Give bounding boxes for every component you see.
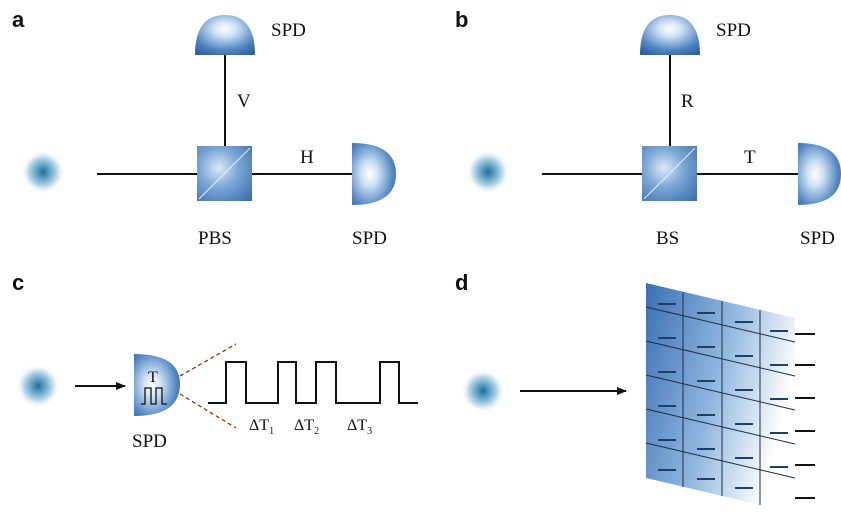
spd-detector-top-a xyxy=(195,15,255,55)
spd-label-right-b: SPD xyxy=(800,228,835,249)
zoom-line-top xyxy=(179,343,237,377)
photon-source-c xyxy=(16,364,60,408)
zoom-line-bottom xyxy=(179,393,237,429)
spd-label-top-a: SPD xyxy=(271,20,306,41)
photon-source-b xyxy=(466,150,510,194)
spd-label-top-b: SPD xyxy=(716,20,751,41)
array-column-lines xyxy=(682,292,761,505)
panel-d-label: d xyxy=(455,270,468,295)
array-output-leads xyxy=(795,333,815,499)
spd-detector-top-b xyxy=(640,15,700,55)
photon-source-a xyxy=(21,150,65,194)
interval-label-3: ΔT3 xyxy=(347,417,372,437)
path-label-v: V xyxy=(237,91,251,112)
interval-label-2: ΔT2 xyxy=(294,417,319,437)
spd-label-c: SPD xyxy=(132,431,167,452)
detector-array xyxy=(645,283,815,513)
array-pixels xyxy=(658,303,788,489)
panel-a: a SPD V H PBS SPD xyxy=(12,7,396,249)
photon-source-d xyxy=(461,369,505,413)
panel-d: d xyxy=(455,270,815,513)
panel-a-label: a xyxy=(12,7,25,32)
pbs-label: PBS xyxy=(198,228,232,249)
spd-inner-pulses xyxy=(141,387,167,405)
spd-label-right-a: SPD xyxy=(352,228,387,249)
bs-label: BS xyxy=(656,228,679,249)
panel-c: c T SPD ΔT1 ΔT2 ΔT3 xyxy=(12,270,418,452)
panel-c-label: c xyxy=(12,270,24,295)
spd-detector-right-a xyxy=(352,143,396,205)
panel-b-label: b xyxy=(455,7,468,32)
interval-label-1: ΔT1 xyxy=(249,417,274,437)
array-row-lines xyxy=(645,306,796,479)
panel-b: b SPD R T BS SPD xyxy=(455,7,841,249)
pbs-cube xyxy=(197,146,252,201)
path-label-r: R xyxy=(681,91,694,112)
path-label-t: T xyxy=(744,147,756,168)
spd-detector-right-b xyxy=(798,143,841,205)
path-label-h: H xyxy=(300,147,314,168)
bs-cube xyxy=(642,146,697,201)
spd-inner-label: T xyxy=(148,369,158,386)
pulse-train xyxy=(208,361,418,404)
